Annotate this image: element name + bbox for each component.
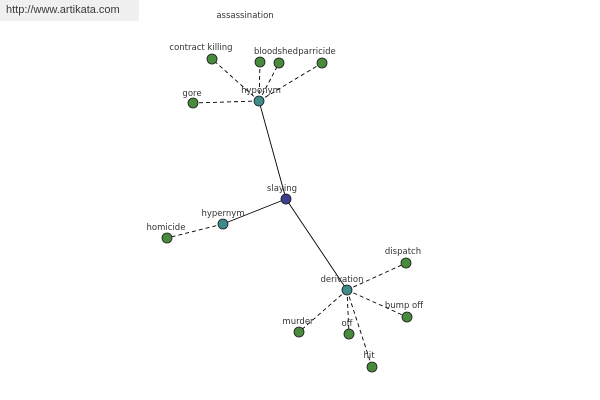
relation-hyponym-node[interactable] (253, 95, 265, 107)
leaf-off-label[interactable]: off (341, 319, 353, 329)
leaf-bloodshed-label[interactable]: bloodshed (254, 47, 298, 57)
leaf-bump-off-label[interactable]: bump off (385, 301, 424, 311)
leaf-gore-label[interactable]: gore (182, 89, 201, 99)
edge-derivation-off (346, 289, 350, 335)
leaf-parricide-node[interactable] (316, 57, 328, 69)
relation-hyponym-label[interactable]: hyponym (241, 86, 281, 96)
leaf-gore-node[interactable] (187, 97, 199, 109)
leaf-murder-label[interactable]: murder (282, 317, 314, 327)
edge-slaying-derivation (285, 198, 348, 291)
relation-hypernym-node[interactable] (217, 218, 229, 230)
leaf-off-node[interactable] (343, 328, 355, 340)
leaf-homicide-node[interactable] (161, 232, 173, 244)
leaf-hit-label[interactable]: hit (363, 351, 375, 361)
relation-derivation-label[interactable]: derivation (320, 275, 363, 285)
leaf-homicide-label[interactable]: homicide (147, 223, 186, 233)
center-slaying-node[interactable] (280, 193, 292, 205)
leaf-hit-node[interactable] (366, 361, 378, 373)
edge-hyponym-bloodshed (258, 62, 280, 102)
watermark-url[interactable]: http://www.artikata.com (0, 0, 139, 21)
edge-derivation-bump-off (346, 289, 408, 318)
leaf-contract-killing-label[interactable]: contract killing (169, 43, 232, 53)
edge-hyponym-contract-killing (211, 58, 260, 102)
edge-hypernym-homicide (166, 223, 224, 239)
edge-layer (166, 58, 408, 368)
leaf-dispatch-node[interactable] (400, 257, 412, 269)
edge-slaying-hypernym (222, 198, 287, 225)
leaf-contract-killing-node[interactable] (206, 53, 218, 65)
edge-slaying-hyponym (258, 100, 287, 200)
leaf-murder-node[interactable] (293, 326, 305, 338)
leaf-parricide-label[interactable]: parricide (298, 47, 335, 57)
relation-derivation-node[interactable] (341, 284, 353, 296)
node-layer (161, 53, 413, 373)
leaf-bump-off-node[interactable] (401, 311, 413, 323)
edge-derivation-dispatch (346, 262, 407, 291)
relation-hypernym-label[interactable]: hypernym (201, 209, 244, 219)
edge-derivation-murder (298, 289, 348, 333)
leaf-bloodshed-node[interactable] (273, 57, 285, 69)
edge-hyponym-parricide (258, 62, 323, 102)
edge-hyponym-gore (192, 100, 260, 104)
leaf-dispatch-label[interactable]: dispatch (385, 247, 421, 257)
center-slaying-label[interactable]: slaying (267, 184, 297, 194)
leaf-assassination-label[interactable]: assassination (216, 11, 273, 21)
leaf-assassination-node[interactable] (254, 56, 266, 68)
